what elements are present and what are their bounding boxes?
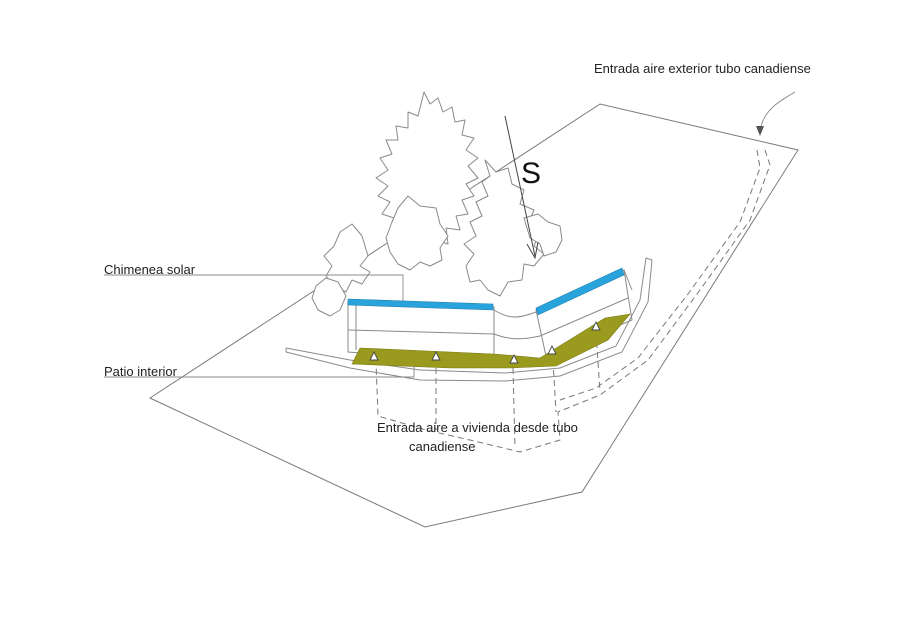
canadian-pipe: [375, 149, 771, 453]
label-courtyard: Patio interior: [104, 364, 177, 379]
south-arrow-shaft: [504, 115, 536, 257]
solar-chimney-right: [535, 267, 625, 316]
arrow-up-icon: [509, 353, 519, 364]
label-house-air-line1: Entrada aire a vivienda desde tubo: [377, 420, 578, 435]
solar-chimney-left: [347, 298, 494, 311]
trees: [311, 91, 563, 317]
label-solar-chimney: Chimenea solar: [104, 262, 196, 277]
arrow-down-icon: [526, 241, 539, 260]
tree-icon: [311, 277, 347, 317]
site-plot-outline: [148, 103, 799, 528]
arrow-up-icon: [431, 350, 441, 361]
south-label: S: [521, 157, 542, 190]
building-right-wing: [493, 269, 633, 357]
arrow-up-icon: [369, 350, 379, 361]
arrow-up-icon: [591, 320, 601, 331]
courtyard-floor: [351, 313, 631, 369]
label-outside-air: Entrada aire exterior tubo canadiense: [594, 61, 811, 76]
tree-icon: [385, 195, 449, 271]
label-house-air: Entrada aire a vivienda desde tubo canad…: [377, 418, 578, 456]
inlet-arrows: [369, 320, 601, 364]
leader-courtyard: [104, 362, 415, 378]
arrowhead-outside-air: [756, 126, 764, 136]
tree-icon: [523, 213, 563, 257]
label-house-air-line2: canadiense: [409, 439, 476, 454]
tree-icon: [463, 159, 545, 297]
arrow-up-icon: [547, 344, 557, 355]
leader-outside-air: [759, 91, 796, 131]
